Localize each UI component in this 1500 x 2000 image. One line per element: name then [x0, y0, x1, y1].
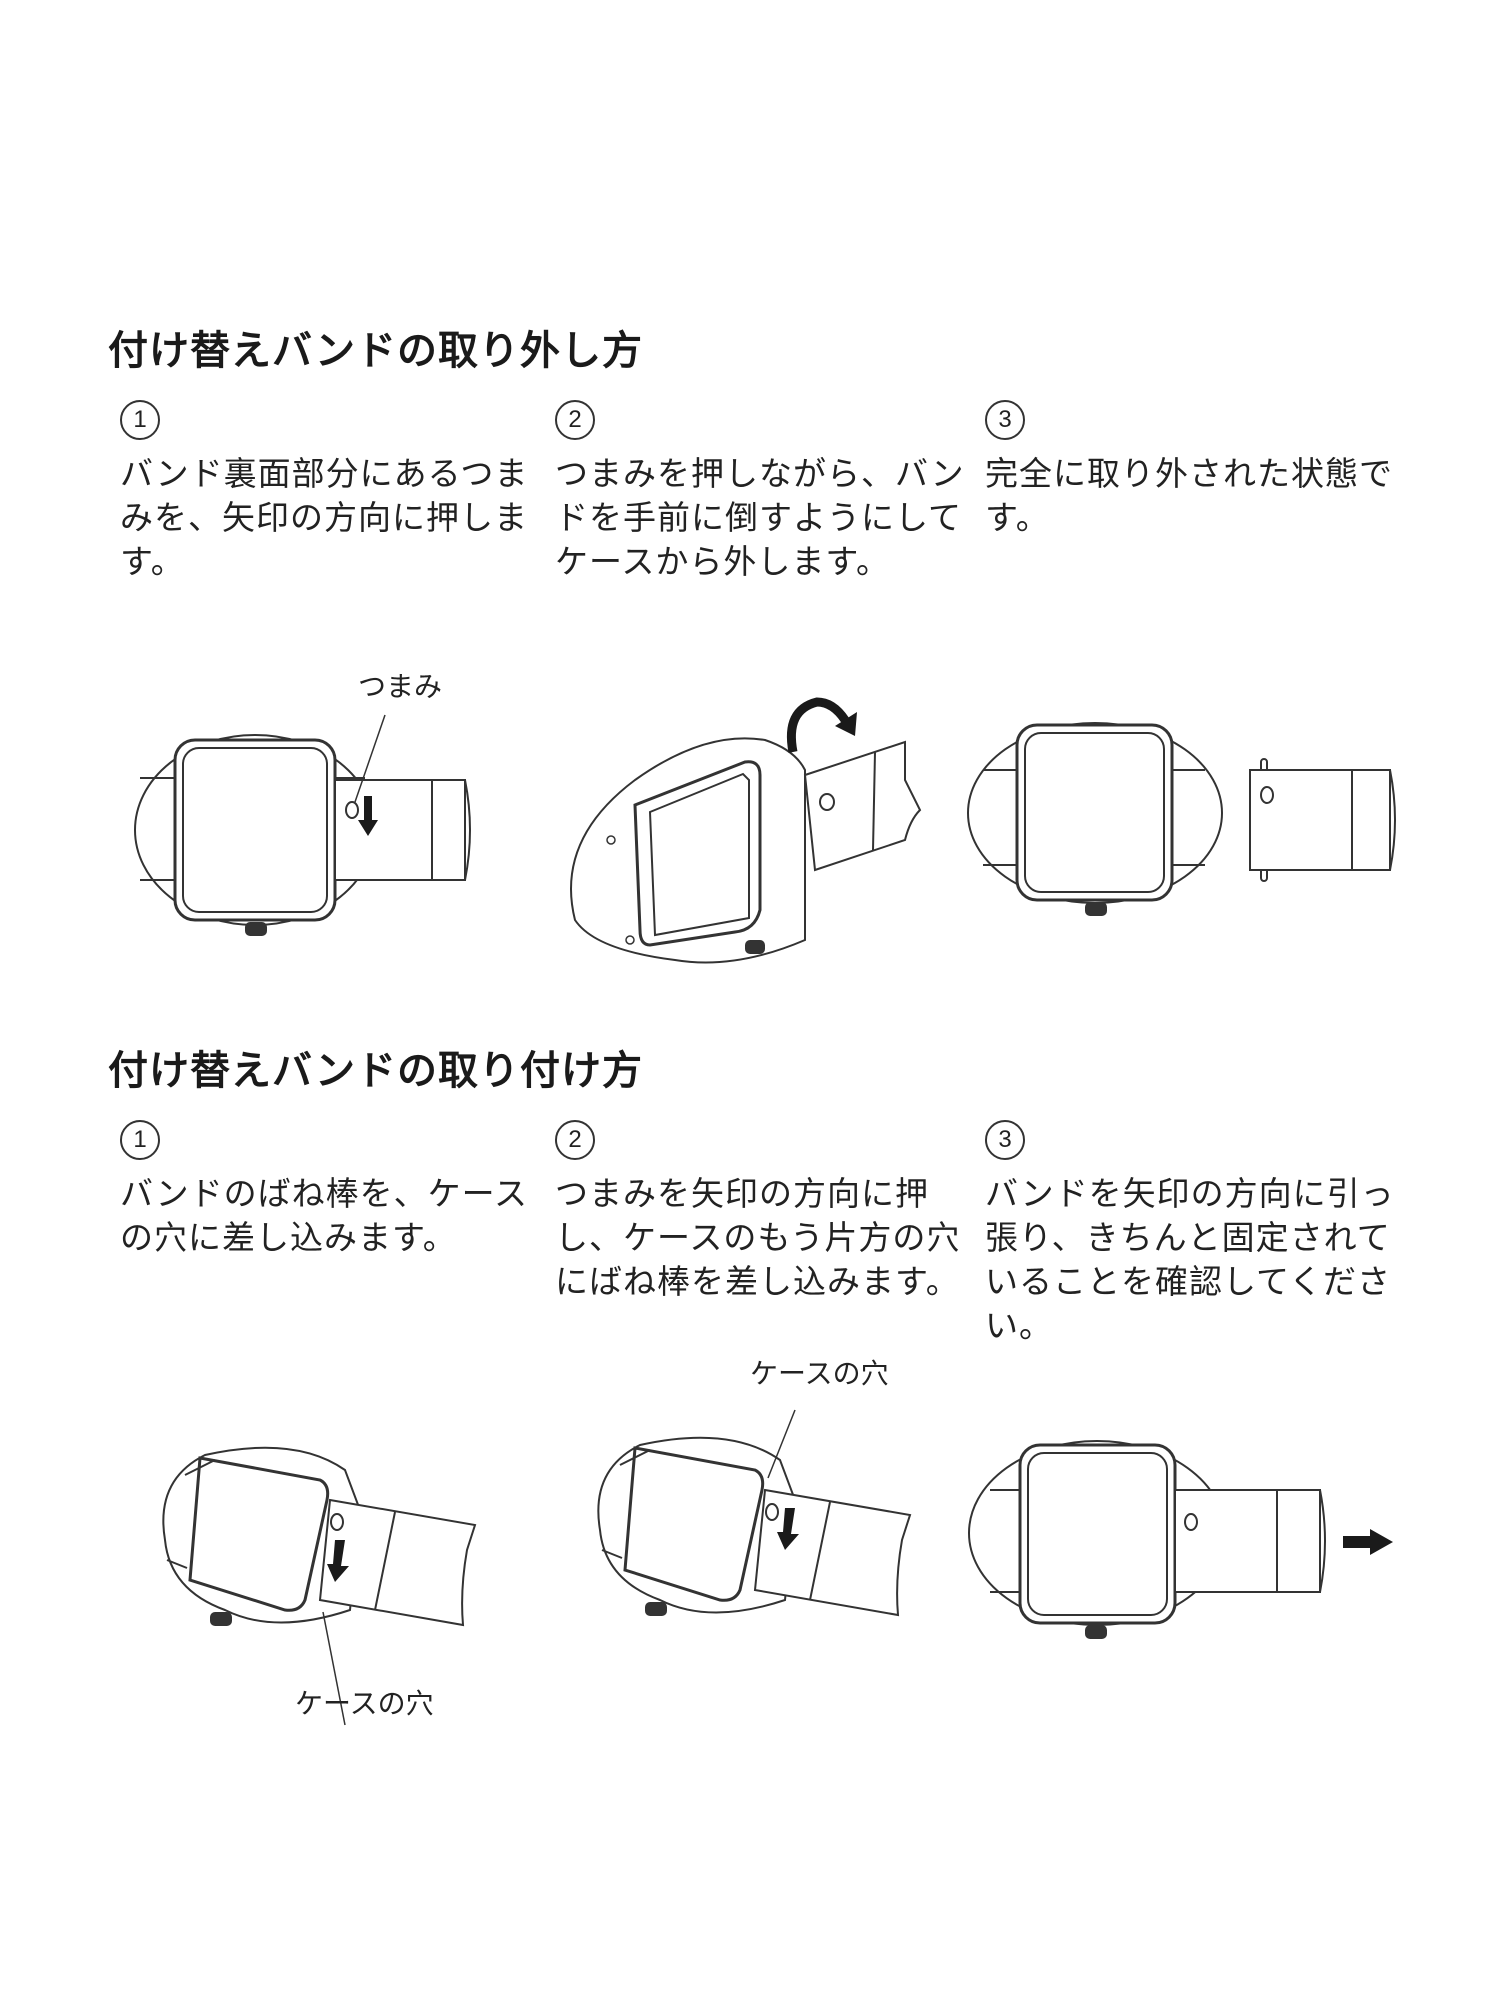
arrow-down-icon — [327, 1540, 349, 1582]
step-number-badge: 3 — [985, 1120, 1025, 1160]
knob-label: つまみ — [358, 670, 443, 703]
leader-line — [322, 1611, 346, 1726]
knob-icon — [1260, 786, 1274, 804]
removal-figure-1: つまみ — [120, 670, 500, 960]
case-hole-label: ケースの穴 — [295, 1687, 434, 1720]
attachment-step-1: 1 バンドのばね棒を、ケースの穴に差し込みます。 — [120, 1120, 530, 1260]
leader-line — [354, 714, 386, 803]
removal-section-title: 付け替えバンドの取り外し方 — [108, 328, 643, 374]
attachment-figure-1: ケースの穴 — [145, 1440, 505, 1726]
step-instruction: バンド裏面部分にあるつまみを、矢印の方向に押します。 — [120, 454, 529, 581]
step-number-badge: 1 — [120, 400, 160, 440]
step-number-badge: 2 — [555, 400, 595, 440]
watch-band-detached-illustration — [967, 722, 1396, 916]
arrow-down-icon — [777, 1508, 799, 1550]
band-insert-illustration — [162, 1446, 477, 1726]
knob-icon — [1184, 1513, 1198, 1531]
removal-step-3: 3 完全に取り外された状態です。 — [985, 400, 1395, 540]
step-number-badge: 2 — [555, 1120, 595, 1160]
removal-figure-2 — [555, 690, 935, 970]
step-instruction: バンドのばね棒を、ケースの穴に差し込みます。 — [120, 1174, 528, 1257]
step-instruction: つまみを押しながら、バンドを手前に倒すようにしてケースから外します。 — [555, 454, 965, 581]
watch-band-tilting-illustration — [570, 697, 922, 964]
removal-figure-3 — [965, 715, 1405, 945]
arrow-right-icon — [1343, 1529, 1393, 1555]
arrow-down-icon — [358, 796, 378, 836]
knob-icon — [819, 793, 835, 811]
removal-step-2: 2 つまみを押しながら、バンドを手前に倒すようにしてケースから外します。 — [555, 400, 965, 584]
watch-with-band-illustration — [134, 714, 471, 936]
attachment-figure-2: ケースの穴 — [580, 1357, 940, 1630]
crown-icon — [745, 940, 765, 954]
step-number-badge: 3 — [985, 400, 1025, 440]
crown-icon — [1085, 902, 1107, 916]
crown-icon — [1085, 1625, 1107, 1639]
step-instruction: バンドを矢印の方向に引っ張り、きちんと固定されていることを確認してください。 — [985, 1174, 1395, 1345]
crown-icon — [645, 1602, 667, 1616]
curved-arrow-icon — [786, 697, 857, 753]
step-instruction: つまみを矢印の方向に押し、ケースのもう片方の穴にばね棒を差し込みます。 — [555, 1174, 961, 1301]
band-attached-pull-illustration — [968, 1440, 1393, 1639]
removal-step-1: 1 バンド裏面部分にあるつまみを、矢印の方向に押します。 — [120, 400, 530, 584]
band-second-pin-illustration — [597, 1409, 912, 1617]
attachment-step-3: 3 バンドを矢印の方向に引っ張り、きちんと固定されていることを確認してください。 — [985, 1120, 1395, 1348]
knob-icon — [765, 1503, 779, 1521]
step-instruction: 完全に取り外された状態です。 — [985, 454, 1393, 537]
attachment-section-title: 付け替えバンドの取り付け方 — [108, 1048, 643, 1094]
attachment-figure-3 — [965, 1435, 1405, 1665]
crown-icon — [210, 1612, 232, 1626]
case-hole-label: ケースの穴 — [750, 1357, 889, 1390]
step-number-badge: 1 — [120, 1120, 160, 1160]
attachment-step-2: 2 つまみを矢印の方向に押し、ケースのもう片方の穴にばね棒を差し込みます。 — [555, 1120, 965, 1304]
knob-icon — [345, 801, 359, 819]
knob-icon — [330, 1513, 344, 1531]
leader-line — [767, 1409, 796, 1479]
crown-icon — [245, 922, 267, 936]
